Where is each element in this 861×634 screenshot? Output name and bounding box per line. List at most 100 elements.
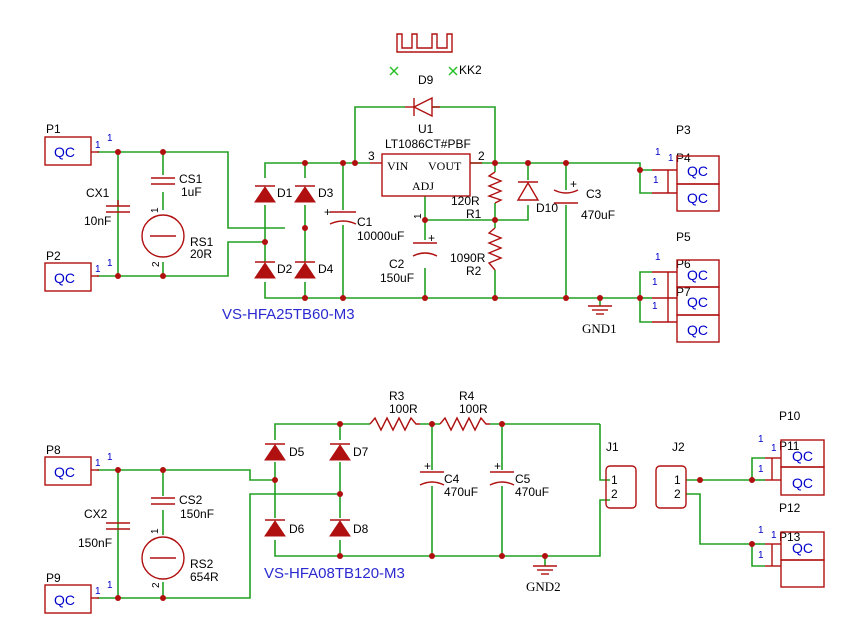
svg-text:D2: D2 [277,262,293,276]
svg-text:QC: QC [687,267,708,283]
svg-text:1: 1 [95,458,101,469]
top-wires [97,106,652,323]
svg-text:CX1: CX1 [86,186,110,200]
svg-text:P5: P5 [676,230,691,244]
capacitor-cs2: CS2 150nF 1 [150,493,214,534]
svg-text:1: 1 [758,525,764,536]
svg-text:RS1: RS1 [190,235,214,249]
svg-text:LT1086CT#PBF: LT1086CT#PBF [385,137,471,151]
svg-text:C1: C1 [357,215,373,229]
svg-text:GND1: GND1 [582,321,617,336]
svg-text:1: 1 [150,528,161,534]
svg-text:J2: J2 [672,440,685,454]
svg-text:QC: QC [54,464,75,480]
svg-text:2: 2 [674,487,681,501]
capacitor-cx2: CX2 150nF [78,507,130,550]
connector-j2[interactable]: J2 1 2 [655,440,687,509]
p1-label: P1 [46,122,61,136]
svg-text:U1: U1 [418,122,434,136]
resistor-r3: R3 100R [369,389,420,432]
diode-d3: D3 [294,185,334,203]
svg-text:100R: 100R [459,402,488,416]
svg-text:R3: R3 [389,389,405,403]
svg-text:+: + [428,231,435,245]
svg-text:QC: QC [54,144,75,160]
svg-text:C3: C3 [586,187,602,201]
svg-text:CS2: CS2 [179,493,203,507]
svg-text:1: 1 [758,434,764,445]
svg-text:CS1: CS1 [179,172,203,186]
diode-d2: D2 [254,261,293,279]
connector-p3-p4[interactable]: P3 P4 QC QC 1 1 1 [652,123,720,212]
svg-text:P10: P10 [779,409,801,423]
svg-text:D8: D8 [353,522,369,536]
svg-text:150nF: 150nF [180,507,214,521]
svg-text:470uF: 470uF [515,485,549,499]
capacitor-c2: + C2 150uF [380,231,438,285]
resistor-r4: R4 100R [439,389,490,432]
svg-text:1: 1 [653,175,659,186]
svg-text:P12: P12 [779,501,801,515]
diode-d4: D4 [294,261,334,279]
svg-text:VIN: VIN [387,159,409,173]
svg-text:1: 1 [758,464,764,475]
diode-d8: D8 [329,519,369,537]
svg-text:1uF: 1uF [181,185,202,199]
svg-text:1: 1 [655,147,661,158]
svg-text:P8: P8 [46,443,61,457]
resistor-rs2: RS2 654R 2 [141,536,219,588]
svg-text:QC: QC [792,540,813,556]
connector-p8[interactable]: P8 QC 1 1 [44,443,113,486]
connector-p2[interactable]: P2 QC 1 1 [44,249,113,292]
svg-text:ADJ: ADJ [412,179,434,193]
connector-p5-p6-p7[interactable]: P5 P6 P7 QC QC QC 1 1 1 [652,230,720,343]
svg-text:10nF: 10nF [84,214,111,228]
top-junctions [115,149,643,301]
regulator-u1: U1 LT1086CT#PBF VIN VOUT ADJ 3 2 1 [368,122,485,219]
svg-text:1: 1 [652,277,658,288]
svg-text:1: 1 [107,258,113,269]
svg-text:1: 1 [652,301,658,312]
svg-text:P4: P4 [676,151,691,165]
connector-p10-p11[interactable]: P10 P11 QC QC 1 1 1 [758,409,825,496]
bridge2-label: VS-HFA08TB120-M3 [264,565,405,582]
svg-text:1090R: 1090R [450,251,486,265]
svg-text:C2: C2 [389,257,405,271]
svg-text:C4: C4 [444,472,460,486]
p2-label: P2 [46,249,61,263]
capacitor-c1: + C1 10000uF [324,205,404,243]
svg-text:+: + [570,177,577,191]
diode-d1: D1 [254,185,293,203]
svg-text:2: 2 [151,582,162,588]
svg-text:2: 2 [151,261,162,267]
svg-text:GND2: GND2 [526,579,561,594]
svg-text:654R: 654R [190,570,219,584]
connector-p1[interactable]: P1 QC 1 1 [44,122,113,166]
svg-text:QC: QC [687,163,708,179]
svg-text:1: 1 [150,207,161,213]
svg-text:1: 1 [95,264,101,275]
svg-text:D4: D4 [318,262,334,276]
connector-p12-p13[interactable]: P12 P13 QC 1 1 1 [758,501,825,588]
svg-text:P3: P3 [676,123,691,137]
svg-text:1: 1 [107,452,113,463]
svg-text:1: 1 [771,443,777,454]
bottom-junctions [115,421,755,601]
bridge1-label: VS-HFA25TB60-M3 [222,306,355,323]
svg-text:QC: QC [54,592,75,608]
svg-text:1: 1 [95,140,101,151]
svg-text:D9: D9 [418,73,434,87]
ground-gnd2: GND2 [526,565,561,594]
svg-text:KK2: KK2 [459,63,482,77]
diode-d9: D9 [405,73,440,118]
svg-text:1: 1 [674,473,681,487]
svg-text:+: + [324,205,331,219]
svg-text:150nF: 150nF [78,536,112,550]
connector-p9[interactable]: P9 QC 1 1 [44,571,113,614]
svg-text:QC: QC [54,270,75,286]
connector-j1[interactable]: J1 1 2 [605,440,637,509]
svg-text:2: 2 [478,149,485,163]
svg-text:1: 1 [413,213,424,219]
svg-text:D6: D6 [289,522,305,536]
svg-text:+: + [424,459,431,473]
